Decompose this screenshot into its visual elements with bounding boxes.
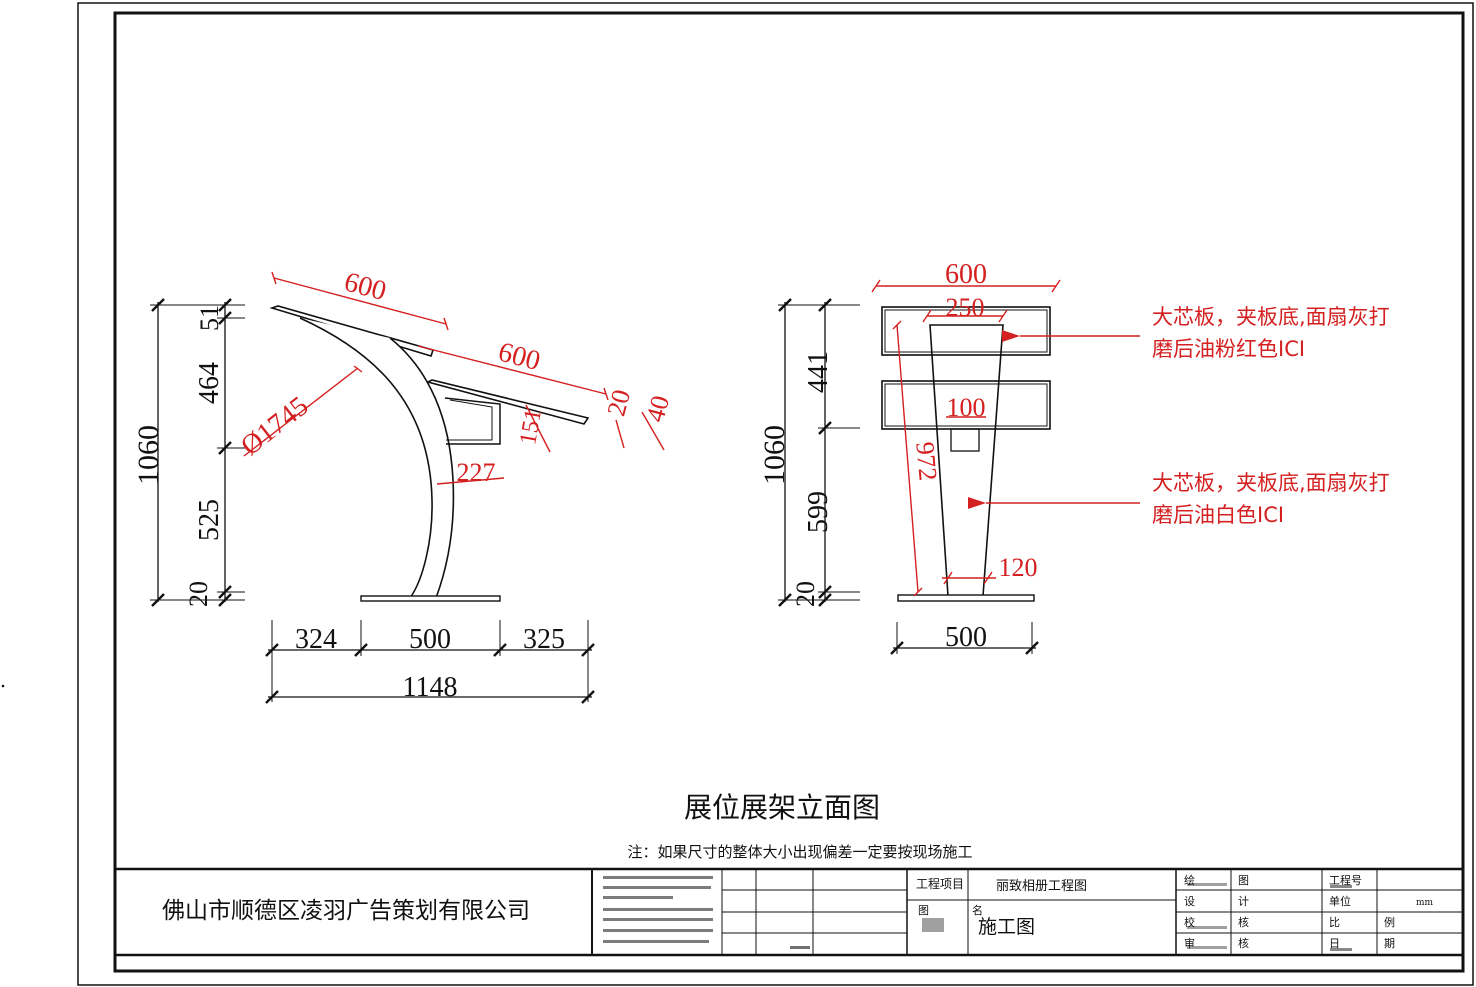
drawing-label-b: 名 bbox=[972, 903, 983, 917]
project-value: 丽致相册工程图 bbox=[996, 879, 1087, 894]
side-seg-464: 464 bbox=[194, 362, 225, 404]
side-total-height: 1060 bbox=[132, 425, 165, 485]
inner-frame bbox=[113, 11, 1465, 973]
front-base-500: 500 bbox=[945, 622, 987, 653]
cell-approve: 核 bbox=[1238, 936, 1249, 950]
cell-design: 设 bbox=[1184, 895, 1195, 908]
side-seg-51: 51 bbox=[195, 305, 224, 331]
material-note-2-line2: 磨后油白色ICI bbox=[1152, 503, 1284, 527]
front-post-250: 250 bbox=[946, 293, 985, 322]
company-name: 佛山市顺德区凌羽广告策划有限公司 bbox=[162, 898, 530, 924]
front-seg-20: 20 bbox=[791, 581, 820, 607]
title-block bbox=[113, 867, 1465, 957]
side-base-500: 500 bbox=[409, 624, 451, 655]
drawing-name: 施工图 bbox=[978, 916, 1035, 938]
front-top-600: 600 bbox=[945, 259, 987, 290]
material-note-2-line1: 大芯板，夹板底,面扇灰打 bbox=[1152, 471, 1390, 495]
front-bottom-120: 120 bbox=[999, 553, 1038, 582]
outer-frame bbox=[77, 2, 1474, 986]
side-bracket-227: 227 bbox=[457, 458, 496, 487]
project-label: 工程项目 bbox=[916, 876, 964, 891]
drawing-label-a: 图 bbox=[918, 904, 929, 917]
cell-draw: 绘 bbox=[1184, 873, 1195, 887]
cell-verify: 核 bbox=[1238, 915, 1249, 929]
side-upper-shelf-600: 600 bbox=[341, 266, 390, 307]
title-block-fine-print bbox=[603, 876, 1352, 951]
cell-ratio: 比 bbox=[1329, 916, 1340, 929]
side-lower-shelf-600: 600 bbox=[495, 336, 544, 377]
side-radius: Ø1745 bbox=[235, 391, 314, 462]
material-note-2: 大芯板，夹板底,面扇灰打 磨后油白色ICI bbox=[1152, 471, 1390, 527]
front-post-100: 100 bbox=[947, 393, 986, 422]
side-view: 1060 51 464 525 20 600 600 bbox=[132, 266, 675, 704]
front-seg-441: 441 bbox=[803, 351, 834, 393]
side-bracket-151: 151 bbox=[515, 407, 547, 447]
material-note-1: 大芯板，夹板底,面扇灰打 磨后油粉红色ICI bbox=[1152, 305, 1390, 361]
side-base-325: 325 bbox=[523, 624, 565, 655]
cell-day: 日 bbox=[1329, 937, 1340, 950]
cell-check: 校 bbox=[1184, 915, 1195, 929]
drawing-title: 展位展架立面图 bbox=[684, 791, 880, 824]
side-thick-40: 40 bbox=[640, 392, 675, 425]
cell-audit: 审 bbox=[1184, 936, 1195, 950]
material-note-1-line2: 磨后油粉红色ICI bbox=[1152, 337, 1305, 361]
side-seg-20: 20 bbox=[184, 581, 213, 607]
side-thick-20: 20 bbox=[601, 386, 636, 419]
cell-unit-value: mm bbox=[1416, 898, 1434, 908]
front-total-height: 1060 bbox=[758, 425, 791, 485]
cell-project-no: 工程号 bbox=[1329, 874, 1362, 887]
cell-example: 例 bbox=[1384, 915, 1395, 929]
side-base-324: 324 bbox=[295, 624, 337, 655]
front-view: 1060 441 599 20 600 25 bbox=[758, 259, 1140, 655]
cell-period: 期 bbox=[1384, 937, 1395, 950]
side-seg-525: 525 bbox=[194, 499, 225, 541]
cell-figure: 图 bbox=[1238, 874, 1249, 887]
drawing-note: 注：如果尺寸的整体大小出现偏差一定要按现场施工 bbox=[627, 843, 972, 861]
material-note-1-line1: 大芯板，夹板底,面扇灰打 bbox=[1152, 305, 1390, 329]
margin-dot bbox=[1, 684, 5, 688]
front-slant-972: 972 bbox=[910, 441, 942, 482]
cell-plan: 计 bbox=[1238, 895, 1249, 908]
front-seg-599: 599 bbox=[803, 491, 834, 533]
cell-unit: 单位 bbox=[1329, 894, 1351, 908]
side-base-1148: 1148 bbox=[403, 672, 458, 703]
